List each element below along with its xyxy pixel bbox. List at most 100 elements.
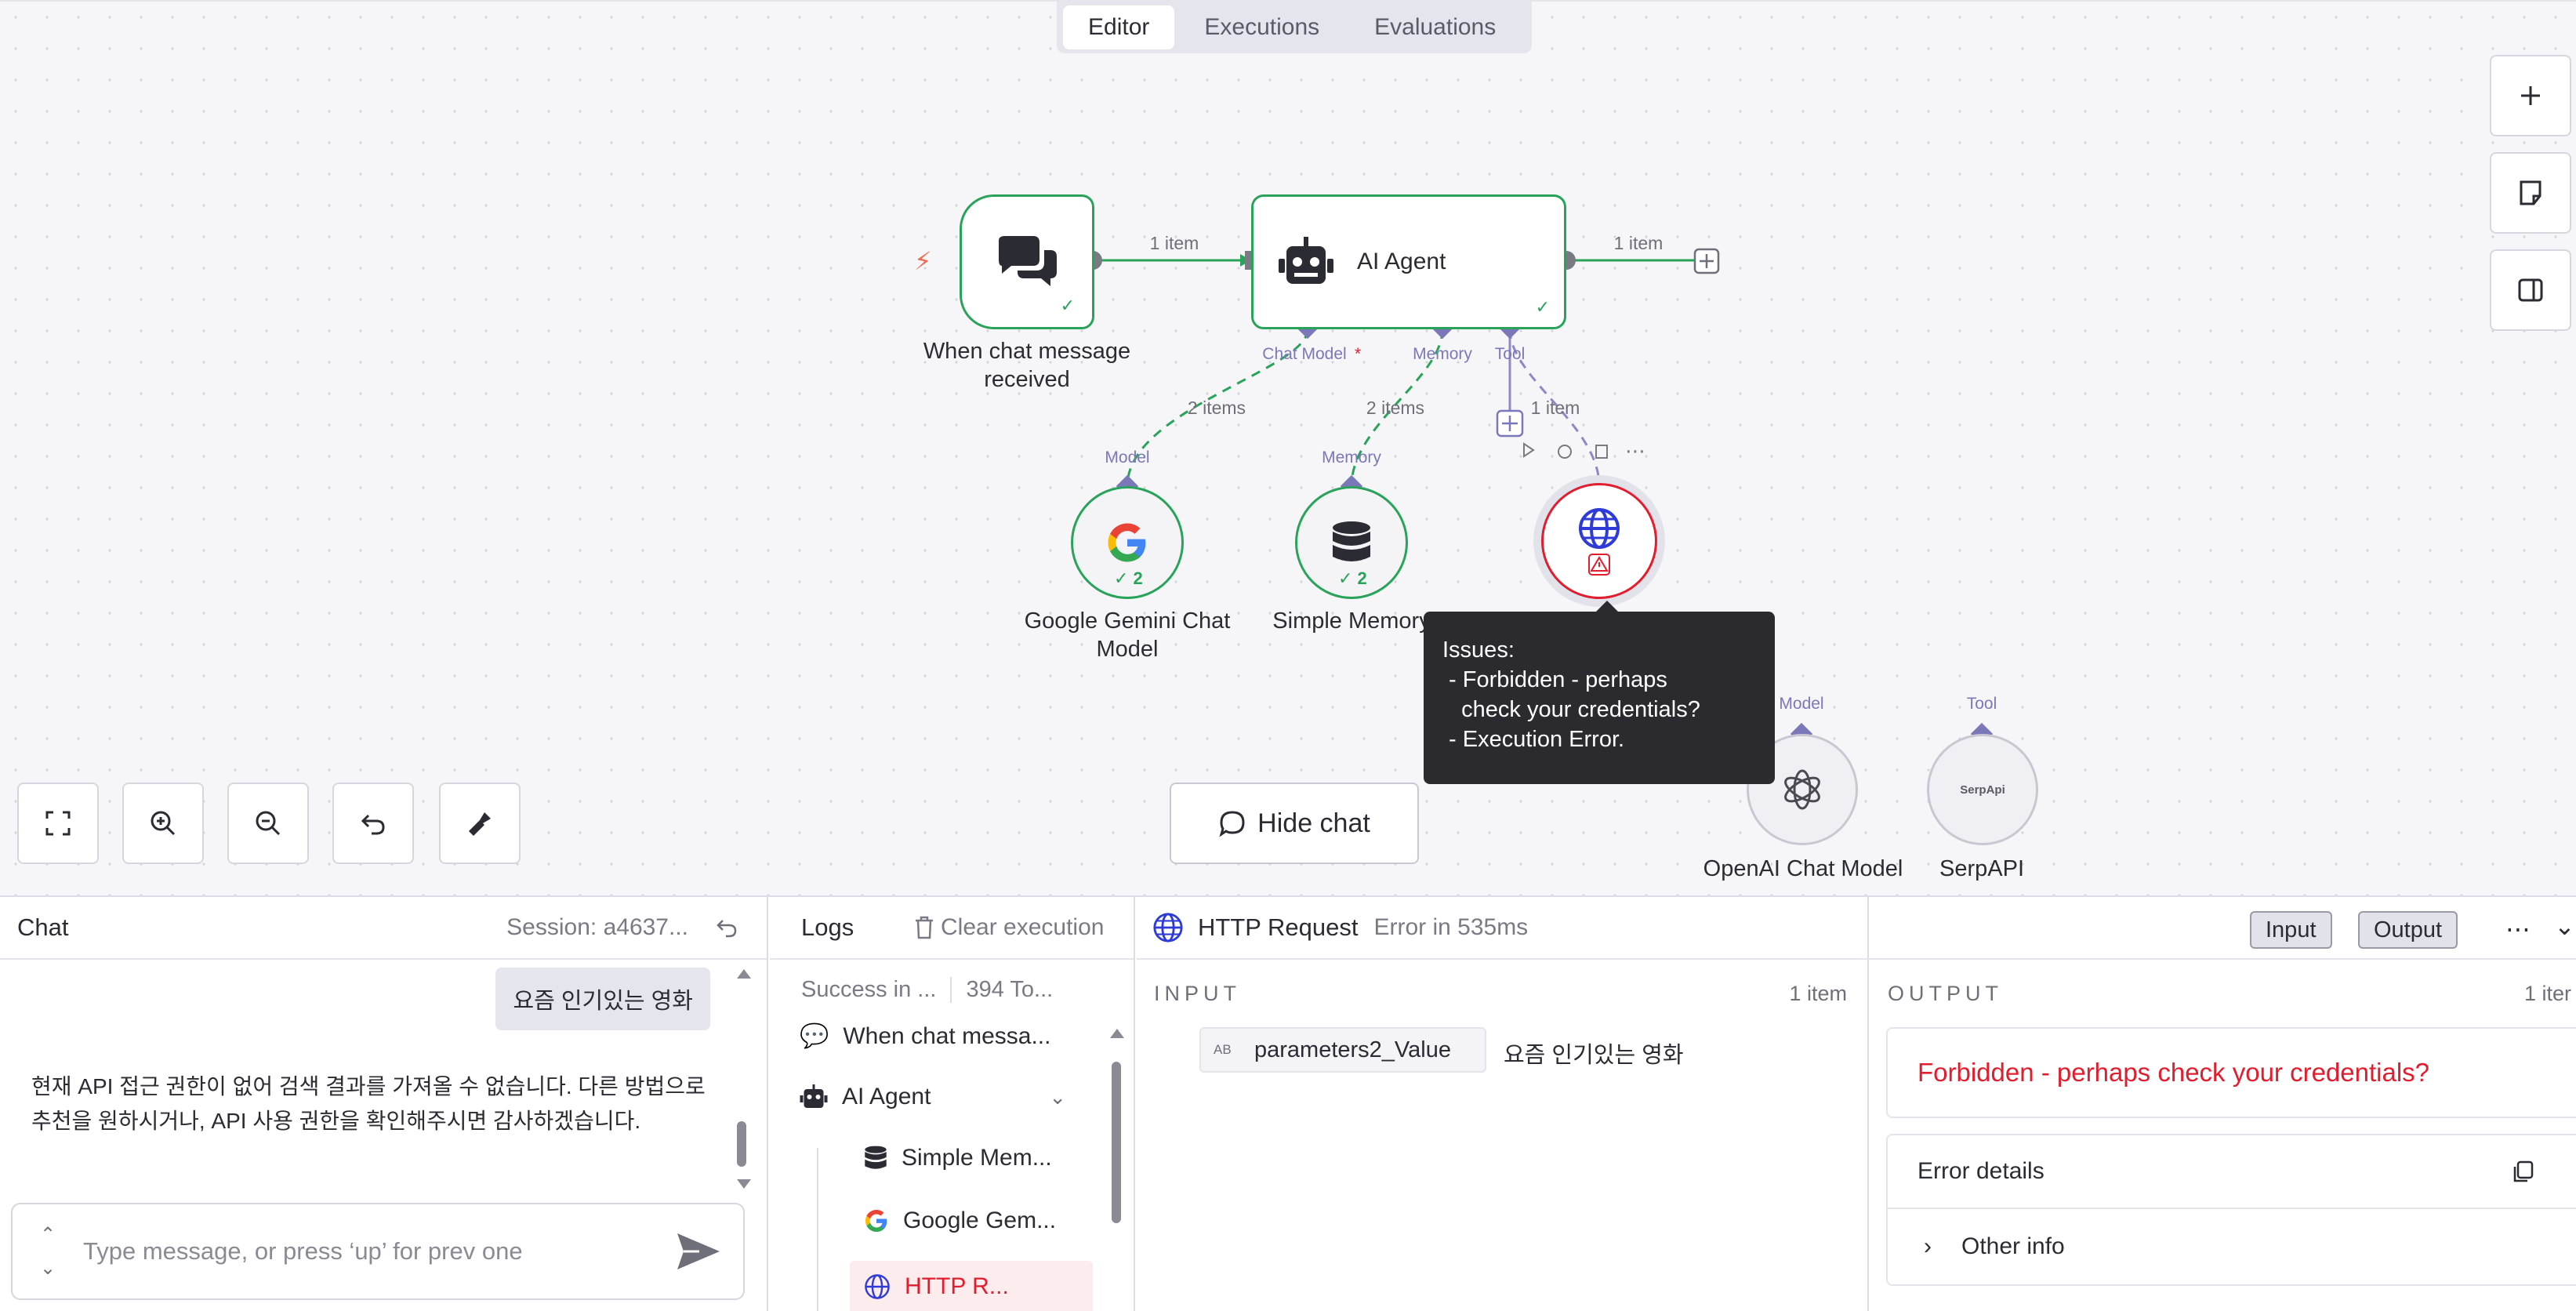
more-options-icon[interactable]: ⋯ [2505,915,2531,943]
user-message: 요즘 인기있는 영화 [495,968,710,1030]
robot-icon [1279,237,1333,284]
logs-scrollbar[interactable] [1112,1062,1121,1223]
log-item-label: HTTP R... [905,1273,1009,1299]
chat-header: Chat Session: a4637... [0,897,767,960]
port-required-marker: * [1355,345,1361,363]
zoom-out-icon [256,811,281,836]
connection-memory[interactable] [1350,329,1444,487]
chevron-down-icon[interactable]: ⌄ [39,1258,56,1279]
node-detail-title: HTTP Request [1198,913,1359,941]
tree-guide [817,1148,818,1311]
trigger-bolt-icon: ⚡ [914,247,932,275]
param-type-badge: AB [1214,1042,1232,1057]
log-item-memory[interactable]: Simple Mem... [864,1145,1052,1171]
node-gemini-chat-model[interactable]: ✓ 2 [1071,486,1184,599]
trash-icon [916,916,933,939]
serpapi-logo: SerpApi [1960,783,2005,797]
log-item-gemini[interactable]: Google Gem... [864,1208,1056,1234]
logs-scroll-up-icon[interactable] [1110,1029,1124,1038]
trash-icon[interactable] [1595,445,1608,459]
chat-scrollbar[interactable] [737,1121,746,1167]
chat-bubble-icon [1219,811,1245,837]
other-info-row[interactable]: › Other info [1888,1209,2576,1284]
tab-editor[interactable]: Editor [1063,5,1175,49]
session-id[interactable]: Session: a4637... [506,914,688,940]
database-icon [1333,521,1370,561]
logs-summary: Success in ... 394 To... [801,977,1053,1003]
port-label-memory: Memory [1413,345,1472,363]
fit-view-button[interactable] [17,783,99,864]
node-detail-header: HTTP Request Error in 535ms [1137,897,2576,960]
add-sticky-button[interactable] [2490,152,2571,234]
node-simple-memory[interactable]: ✓ 2 [1295,486,1408,599]
node-ai-agent[interactable]: AI Agent ✓ [1251,194,1566,329]
connection-http-tool[interactable] [1508,329,1601,487]
execution-status: Error in 535ms [1373,914,1529,940]
node-chat-trigger[interactable]: ✓ [960,194,1094,329]
zoom-in-button[interactable] [122,783,204,864]
chevron-up-icon[interactable]: ⌃ [39,1224,56,1245]
plus-icon [1700,254,1714,268]
log-item-trigger[interactable]: 💬 When chat messa... [800,1022,1050,1050]
input-toggle-button[interactable]: Input [2250,911,2332,949]
input-panel: HTTP Request Error in 535ms INPUT 1 item… [1137,897,2576,1311]
add-node-button[interactable] [2490,55,2571,136]
zoom-in-icon [151,811,176,836]
logs-panel: Logs Clear execution Success in ... 394 … [770,897,1135,1311]
globe-icon [1579,508,1620,549]
power-icon[interactable] [1558,445,1572,459]
chevron-right-icon: › [1924,1233,1932,1259]
output-section-label: OUTPUT [1888,982,2003,1005]
clear-execution-button[interactable]: Clear execution [914,914,1104,941]
chat-message-input[interactable] [83,1237,632,1266]
hide-chat-button[interactable]: Hide chat [1170,783,1419,864]
param-value: 요즘 인기있는 영화 [1504,1043,1684,1068]
output-toggle-button[interactable]: Output [2358,911,2458,949]
chat-scroll-down-icon[interactable] [737,1179,751,1189]
google-icon [1108,523,1146,562]
node-label-serpapi: SerpAPI [1939,856,2024,881]
workflow-canvas[interactable]: 1 item 1 item 2 items 2 items 1 item Cha… [0,0,2576,895]
collapse-chevron-icon[interactable]: ⌄ [2554,912,2575,940]
copy-icon[interactable] [2512,1160,2534,1184]
history-navigator[interactable]: ⌃ ⌄ [13,1223,83,1280]
bottom-panel: Chat Session: a4637... 요즘 인기있는 영화 현재 API… [0,895,2576,1311]
toggle-panel-button[interactable] [2490,249,2571,331]
chevron-down-icon[interactable]: ⌄ [1049,1084,1066,1109]
undo-button[interactable] [332,783,414,864]
zoom-out-button[interactable] [227,783,309,864]
connection-gemini[interactable] [1126,329,1309,487]
chat-scroll-up-icon[interactable] [737,969,751,979]
clear-execution-label: Clear execution [941,914,1105,940]
summary-tokens: 394 To... [966,977,1054,1002]
more-icon[interactable]: ⋯ [1625,439,1645,463]
node-serpapi[interactable]: SerpApi [1927,734,2038,845]
input-item-count: 1 item [1789,982,1847,1005]
error-message-box: Forbidden - perhaps check your credentia… [1886,1027,2576,1118]
node-http-request[interactable] [1541,483,1657,599]
play-icon[interactable] [1523,442,1535,458]
other-info-label: Other info [1961,1233,2065,1259]
sticky-note-icon [2520,180,2542,205]
tab-evaluations[interactable]: Evaluations [1374,14,1497,40]
logs-header: Logs Clear execution [770,897,1134,960]
send-icon[interactable] [676,1232,721,1271]
reset-session-icon[interactable] [715,916,738,939]
log-item-label: Simple Mem... [902,1145,1052,1171]
google-icon [865,1210,887,1232]
log-item-agent[interactable]: AI Agent ⌄ [800,1084,1066,1110]
chat-input-box: ⌃ ⌄ [11,1203,745,1300]
log-item-http[interactable]: HTTP R... [864,1273,1009,1300]
view-tabs: Editor Executions Evaluations [1057,2,1532,53]
tidy-up-button[interactable] [439,783,521,864]
tooltip-line: check your credentials? [1442,697,1700,722]
issues-tooltip: Issues: - Forbidden - perhaps check your… [1424,601,1775,784]
node-label-gemini: Google Gemini Chat Model [1024,608,1231,662]
error-details-title: Error details [1917,1158,2044,1184]
wire-label-trigger: 1 item [1150,233,1199,253]
log-item-http-selected[interactable] [850,1261,1093,1311]
tab-executions[interactable]: Executions [1204,14,1320,40]
fit-view-icon [45,811,71,836]
connections-layer: 1 item 1 item 2 items 2 items 1 item Cha… [1083,233,1997,746]
port-label-model: Model [1105,448,1149,467]
